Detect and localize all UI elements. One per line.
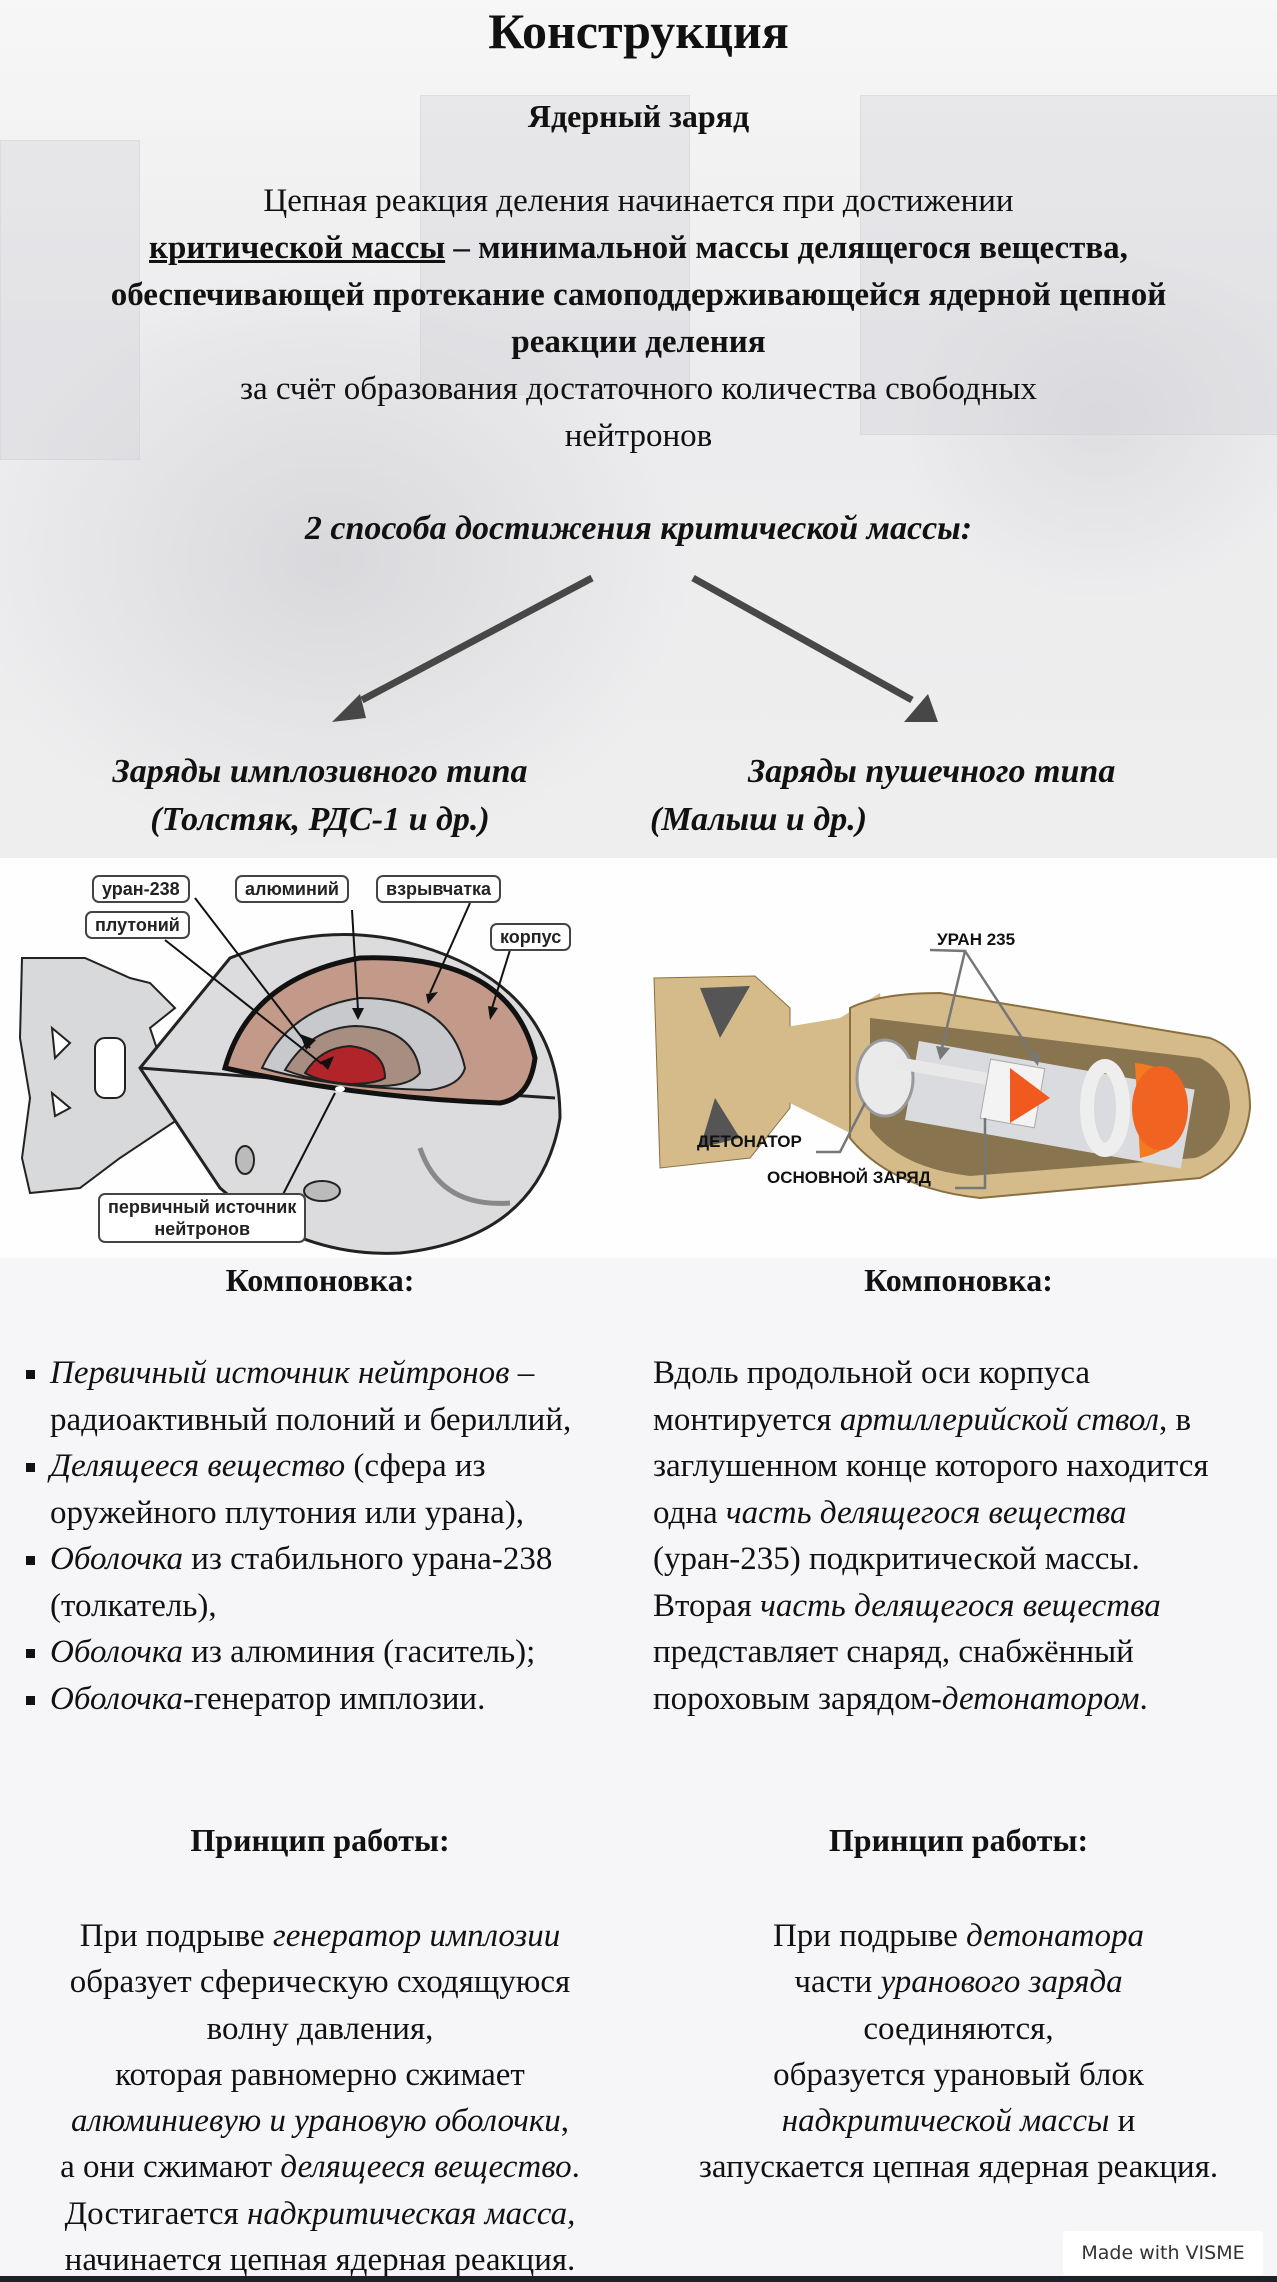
implosion-type-title: Заряды имплозивного типа: [112, 753, 528, 790]
list-item: Первичный источник нейтронов – радиоакти…: [22, 1350, 632, 1443]
definition-text: обеспечивающей протекание самоподдержива…: [110, 277, 1167, 313]
label-main-charge: ОСНОВНОЙ ЗАРЯД: [767, 1168, 931, 1187]
label-line: первичный источник: [108, 1197, 297, 1217]
intro-line: за счёт образования достаточного количес…: [239, 371, 1038, 407]
text: .: [571, 2149, 580, 2186]
text: .: [1139, 1680, 1148, 1717]
ways-heading: 2 способа достижения критической массы:: [304, 510, 973, 547]
text: и: [1109, 2103, 1136, 2140]
label-neutron-source: первичный источник нейтронов: [98, 1193, 307, 1243]
text: части: [794, 1964, 881, 2001]
text: а они сжимают: [60, 2149, 281, 2186]
item-text: из алюминия (гаситель);: [182, 1634, 536, 1670]
text-italic: уранового заряда: [880, 1964, 1123, 2001]
intro-paragraph: Цепная реакция деления начинается при до…: [0, 178, 1277, 460]
page-title: Конструкция: [488, 3, 789, 59]
item-text: из стабильного урана-238 (толкатель),: [50, 1541, 553, 1624]
branch-arrows: [332, 574, 938, 722]
label-line: нейтронов: [154, 1219, 251, 1239]
text: (уран-235) подкритической массы.: [653, 1541, 1140, 1577]
text: Вдоль продольной оси корпуса монтируется: [653, 1355, 1091, 1438]
text: начинается цепная ядерная реакция.: [64, 2242, 576, 2279]
text: представляет снаряд, снабжённый пороховы…: [653, 1634, 1134, 1717]
gun-principle-heading: Принцип работы:: [828, 1822, 1089, 1858]
made-with-visme-badge[interactable]: Made with VISME: [1063, 2231, 1263, 2275]
gun-components-text: Вдоль продольной оси корпуса монтируется…: [653, 1350, 1273, 1722]
label-casing: корпус: [490, 923, 572, 951]
item-term: Делящееся вещество: [50, 1448, 346, 1484]
gun-layout-heading: Компоновка:: [864, 1262, 1053, 1298]
intro-line: Цепная реакция деления начинается при до…: [263, 183, 1014, 219]
text: Вторая: [653, 1587, 761, 1624]
text: , в заглушенном конце которого находится…: [653, 1401, 1209, 1531]
intro-line: нейтронов: [564, 418, 713, 454]
item-text: (сфера из оружейного плутония или урана)…: [50, 1448, 525, 1531]
item-text: -генератор имплозии.: [182, 1680, 486, 1717]
item-term: Оболочка: [50, 1634, 183, 1670]
arrow-left-icon: [332, 574, 594, 722]
text: Достигается: [64, 2195, 247, 2232]
label-uranium-238: уран-238: [92, 875, 190, 903]
gun-type-examples: (Малыш и др.): [650, 801, 868, 838]
label-detonator: ДЕТОНАТОР: [697, 1132, 802, 1151]
text-italic: генератор имплозии: [272, 1918, 561, 1954]
text-italic: часть делящегося вещества: [760, 1587, 1161, 1624]
text: образует сферическую сходящуюся: [69, 1964, 571, 2001]
text-italic: надкритической массы: [781, 2103, 1110, 2140]
implosion-principle-text: При подрыве генератор имплозии образует …: [0, 1913, 640, 2282]
text-italic: надкритическая масса,: [246, 2195, 576, 2232]
bottom-bar: [0, 2276, 1277, 2282]
implosion-bomb-diagram: [18, 897, 562, 1255]
text-italic: детонатором: [941, 1680, 1140, 1717]
item-term: Оболочка: [50, 1680, 183, 1717]
definition-text: реакции деления: [511, 324, 766, 360]
text-italic: детонатора: [966, 1918, 1145, 1954]
label-explosive: взрывчатка: [376, 875, 502, 903]
critical-mass-term: критической массы: [149, 230, 446, 266]
item-term: Первичный источник нейтронов: [50, 1355, 510, 1391]
arrow-right-icon: [691, 574, 938, 722]
implosion-layout-heading: Компоновка:: [225, 1262, 415, 1298]
diagrams-panel: уран-238 алюминий взрывчатка плутоний ко…: [0, 858, 1277, 1258]
text: образуется урановый блок: [773, 2056, 1144, 2093]
text-italic: делящееся вещество: [280, 2149, 572, 2186]
gun-type-title: Заряды пушечного типа: [748, 753, 1116, 790]
background-photo-bottom: [0, 1258, 1277, 2276]
list-item: Оболочка из стабильного урана-238 (толка…: [22, 1536, 632, 1629]
label-aluminium: алюминий: [235, 875, 349, 903]
label-uranium-235: УРАН 235: [937, 930, 1016, 949]
text: которая равномерно сжимает: [115, 2056, 525, 2093]
gun-type-heading: Заряды пушечного типа (Малыш и др.): [650, 748, 1250, 844]
text: запускается цепная ядерная реакция.: [698, 2149, 1219, 2186]
list-item: Оболочка-генератор имплозии.: [22, 1676, 632, 1723]
implosion-type-heading: Заряды имплозивного типа (Толстяк, РДС-1…: [40, 748, 600, 844]
gun-bomb-diagram: [653, 948, 1252, 1200]
text: ,: [560, 2103, 570, 2140]
gun-principle-text: При подрыве детонатора части уранового з…: [640, 1913, 1277, 2191]
background-photo-top: [0, 0, 1277, 858]
list-item: Оболочка из алюминия (гаситель);: [22, 1629, 632, 1676]
definition-text: минимальной массы делящегося вещества,: [478, 230, 1128, 266]
implosion-type-examples: (Толстяк, РДС-1 и др.): [150, 801, 490, 838]
page-subtitle: Ядерный заряд: [527, 98, 750, 134]
label-plutonium: плутоний: [85, 911, 190, 939]
text-italic: часть делящегося вещества: [725, 1494, 1127, 1531]
text: При подрыве: [79, 1918, 273, 1954]
implosion-components-list: Первичный источник нейтронов – радиоакти…: [22, 1350, 632, 1722]
text: При подрыве: [772, 1918, 967, 1954]
item-text: – радиоактивный полоний и бериллий,: [50, 1355, 572, 1438]
list-item: Делящееся вещество (сфера из оружейного …: [22, 1443, 632, 1536]
text: соединяются,: [863, 2010, 1054, 2047]
implosion-principle-heading: Принцип работы:: [190, 1822, 450, 1858]
text-italic: алюминиевую и урановую оболочки: [70, 2103, 561, 2140]
item-term: Оболочка: [50, 1541, 183, 1577]
dash: –: [445, 230, 479, 266]
text: волну давления,: [206, 2010, 434, 2047]
text-italic: артиллерийской ствол: [839, 1401, 1159, 1438]
